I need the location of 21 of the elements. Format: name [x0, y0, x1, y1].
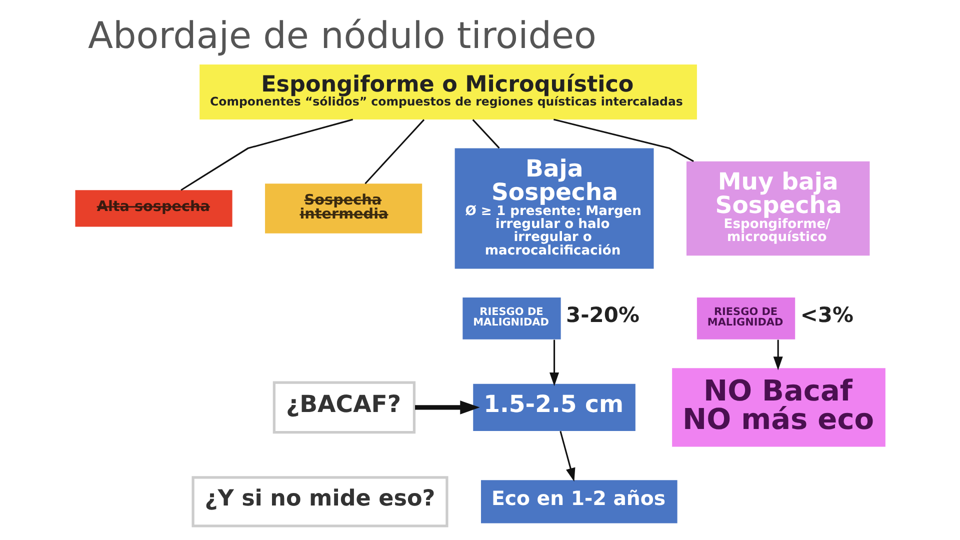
- node-box: 1.5-2.5 cm: [473, 384, 636, 431]
- connector: [364, 119, 425, 184]
- connector: [472, 119, 500, 149]
- arrow: [773, 340, 783, 370]
- node-box: NO Bacaf NO más eco: [672, 368, 886, 447]
- node-box: Eco en 1-2 años: [480, 480, 678, 524]
- node-label: <3%: [800, 303, 854, 328]
- node-box: RIESGO DE MALIGNIDAD: [696, 297, 796, 340]
- node-box: Sospecha intermedia: [265, 184, 422, 234]
- arrow: [560, 431, 576, 482]
- node-box: RIESGO DE MALIGNIDAD: [462, 297, 561, 340]
- node-box: Espongiforme o Microquístico Componentes “sólidos” compuestos de regiones quísticas intercaladas: [200, 64, 697, 120]
- node-box: Baja Sospecha Ø ≥ 1 presente: Margen irregular o halo irregular o macrocalcificación: [454, 148, 654, 269]
- node-label: 3-20%: [566, 303, 640, 328]
- arrow: [550, 340, 560, 386]
- node-box: Muy baja Sospecha Espongiforme/ microquístico: [686, 161, 870, 256]
- connector: [180, 118, 354, 191]
- connector: [553, 118, 694, 162]
- arrow: [415, 400, 480, 414]
- diagram-title: Abordaje de nódulo tiroideo: [88, 14, 596, 58]
- node-box: Alta sospecha: [75, 190, 232, 227]
